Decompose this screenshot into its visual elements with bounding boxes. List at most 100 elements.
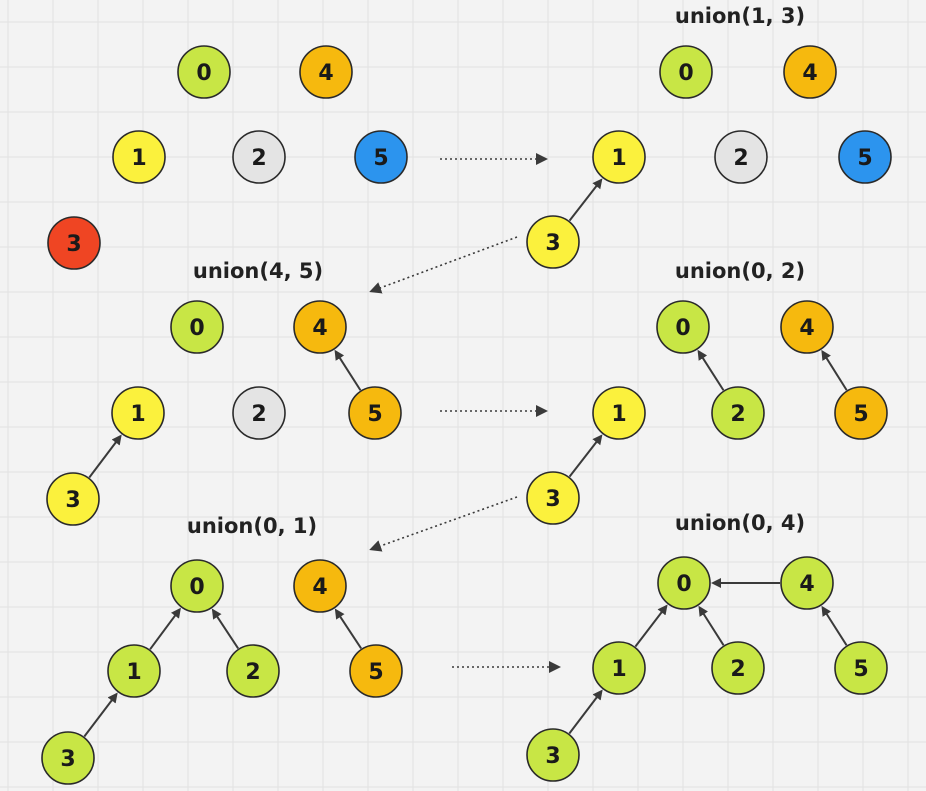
node-circle bbox=[526, 215, 580, 269]
node-label: 5 bbox=[853, 402, 868, 427]
node-label: 0 bbox=[189, 316, 204, 341]
node-p1-4: 4 bbox=[783, 45, 837, 99]
node-p3-5: 5 bbox=[834, 386, 888, 440]
node-p3-4: 4 bbox=[780, 300, 834, 354]
node-circle bbox=[592, 641, 646, 695]
node-p4-0: 0 bbox=[170, 559, 224, 613]
node-circle bbox=[834, 641, 888, 695]
node-circle bbox=[41, 731, 95, 785]
node-circle bbox=[226, 644, 280, 698]
node-label: 3 bbox=[545, 487, 560, 512]
node-circle bbox=[592, 130, 646, 184]
edge-p3-3-to-p3-1 bbox=[568, 434, 603, 478]
label-union-0-1: union(0, 1) bbox=[187, 514, 317, 538]
node-label: 2 bbox=[730, 402, 745, 427]
node-label: 3 bbox=[65, 488, 80, 513]
node-p1-1: 1 bbox=[592, 130, 646, 184]
node-p3-1: 1 bbox=[592, 386, 646, 440]
tree-edges bbox=[83, 178, 848, 738]
node-p0-3: 3 bbox=[47, 216, 101, 270]
node-label: 2 bbox=[733, 146, 748, 171]
node-circle bbox=[526, 471, 580, 525]
node-circle bbox=[711, 386, 765, 440]
node-label: 1 bbox=[126, 660, 141, 685]
node-circle bbox=[838, 130, 892, 184]
edge-p4-3-to-p4-1 bbox=[83, 692, 118, 738]
edge-p2-3-to-p2-1 bbox=[88, 434, 122, 479]
node-circle bbox=[293, 300, 347, 354]
node-label: 2 bbox=[730, 657, 745, 682]
node-p2-4: 4 bbox=[293, 300, 347, 354]
node-circle bbox=[783, 45, 837, 99]
node-p5-3: 3 bbox=[526, 728, 580, 782]
edge-p5-5-to-p5-4 bbox=[821, 605, 848, 646]
node-label: 1 bbox=[130, 402, 145, 427]
node-p1-5: 5 bbox=[838, 130, 892, 184]
node-circle bbox=[107, 644, 161, 698]
edge-p3-2-to-p3-0 bbox=[697, 349, 725, 391]
node-label: 2 bbox=[251, 402, 266, 427]
node-circle bbox=[659, 45, 713, 99]
node-circle bbox=[656, 300, 710, 354]
node-circle bbox=[46, 472, 100, 526]
transition-arrow-t4 bbox=[369, 496, 518, 552]
node-circle bbox=[112, 130, 166, 184]
node-circle bbox=[780, 300, 834, 354]
node-circle bbox=[232, 130, 286, 184]
node-label: 4 bbox=[312, 316, 327, 341]
node-label: 1 bbox=[131, 146, 146, 171]
node-p1-2: 2 bbox=[714, 130, 768, 184]
node-label: 2 bbox=[245, 660, 260, 685]
edge-p5-3-to-p5-1 bbox=[568, 689, 603, 735]
node-label: 1 bbox=[611, 402, 626, 427]
node-label: 4 bbox=[312, 575, 327, 600]
node-circle bbox=[299, 45, 353, 99]
node-p0-5: 5 bbox=[354, 130, 408, 184]
node-label: 4 bbox=[799, 572, 814, 597]
node-p0-0: 0 bbox=[177, 45, 231, 99]
node-p2-1: 1 bbox=[111, 386, 165, 440]
edge-p5-1-to-p5-0 bbox=[634, 604, 668, 648]
node-circle bbox=[592, 386, 646, 440]
edge-p3-5-to-p3-4 bbox=[821, 349, 848, 391]
node-p2-2: 2 bbox=[232, 386, 286, 440]
node-label: 0 bbox=[676, 572, 691, 597]
step-labels: union(1, 3) union(0, 2) union(4, 5) unio… bbox=[187, 4, 805, 538]
node-circle bbox=[354, 130, 408, 184]
node-label: 4 bbox=[802, 61, 817, 86]
node-label: 3 bbox=[60, 747, 75, 772]
label-union-0-4: union(0, 4) bbox=[675, 511, 805, 535]
node-label: 1 bbox=[611, 657, 626, 682]
node-label: 3 bbox=[66, 232, 81, 257]
node-label: 0 bbox=[678, 61, 693, 86]
node-p5-1: 1 bbox=[592, 641, 646, 695]
edge-p2-5-to-p2-4 bbox=[334, 349, 362, 391]
node-circle bbox=[657, 556, 711, 610]
transition-arrows bbox=[369, 153, 561, 673]
node-label: 5 bbox=[367, 402, 382, 427]
edge-p4-2-to-p4-0 bbox=[211, 608, 239, 650]
edge-p4-1-to-p4-0 bbox=[149, 607, 181, 650]
node-circle bbox=[170, 300, 224, 354]
label-union-1-3: union(1, 3) bbox=[675, 4, 805, 28]
node-circle bbox=[711, 641, 765, 695]
node-p2-3: 3 bbox=[46, 472, 100, 526]
node-p0-4: 4 bbox=[299, 45, 353, 99]
node-p4-1: 1 bbox=[107, 644, 161, 698]
node-label: 3 bbox=[545, 744, 560, 769]
node-p2-5: 5 bbox=[348, 386, 402, 440]
node-circle bbox=[526, 728, 580, 782]
node-circle bbox=[232, 386, 286, 440]
node-p3-0: 0 bbox=[656, 300, 710, 354]
node-circle bbox=[47, 216, 101, 270]
node-circle bbox=[177, 45, 231, 99]
node-label: 0 bbox=[196, 61, 211, 86]
node-label: 4 bbox=[318, 61, 333, 86]
node-p0-2: 2 bbox=[232, 130, 286, 184]
node-p5-5: 5 bbox=[834, 641, 888, 695]
node-label: 1 bbox=[611, 146, 626, 171]
node-p2-0: 0 bbox=[170, 300, 224, 354]
node-circle bbox=[348, 386, 402, 440]
